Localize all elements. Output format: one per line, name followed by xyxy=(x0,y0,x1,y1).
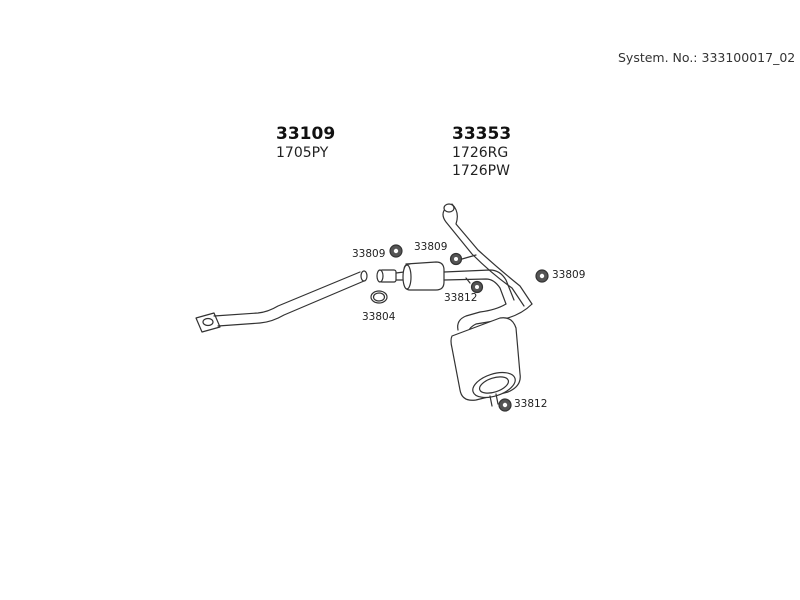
callout-clamp-bottom: 33812 xyxy=(514,398,548,410)
hanger-mid-drawing xyxy=(449,252,477,266)
part-code-front-pipe-1: 1705PY xyxy=(276,145,329,161)
part-number-front-pipe: 33109 xyxy=(276,124,336,144)
middle-muffler-drawing xyxy=(376,261,515,305)
front-pipe-drawing xyxy=(195,270,368,333)
rear-muffler-drawing xyxy=(450,317,521,407)
clamp-mid-drawing xyxy=(465,277,484,294)
callout-clamp-mid: 33812 xyxy=(444,292,478,304)
part-group-front-pipe: 33109 1705PY xyxy=(276,124,335,162)
part-code-rear-section-1: 1726RG xyxy=(452,145,509,161)
callout-hanger-mid: 33809 xyxy=(414,241,448,253)
callout-hanger-right: 33809 xyxy=(552,269,586,281)
hanger-left-drawing xyxy=(389,244,403,258)
callout-hanger-left: 33809 xyxy=(352,248,386,260)
clamp-bottom-drawing xyxy=(498,398,512,412)
system-number: System. No.: 333100017_02 xyxy=(618,50,796,65)
over-axle-pipe-drawing xyxy=(442,203,533,335)
callout-gasket: 33804 xyxy=(362,311,396,323)
part-code-rear-section-2: 1726PW xyxy=(452,163,510,179)
part-group-rear-section: 33353 1726RG 1726PW xyxy=(452,124,511,180)
hanger-right-drawing xyxy=(535,269,549,283)
gasket-ring xyxy=(370,290,388,304)
part-number-rear-section: 33353 xyxy=(452,124,512,144)
